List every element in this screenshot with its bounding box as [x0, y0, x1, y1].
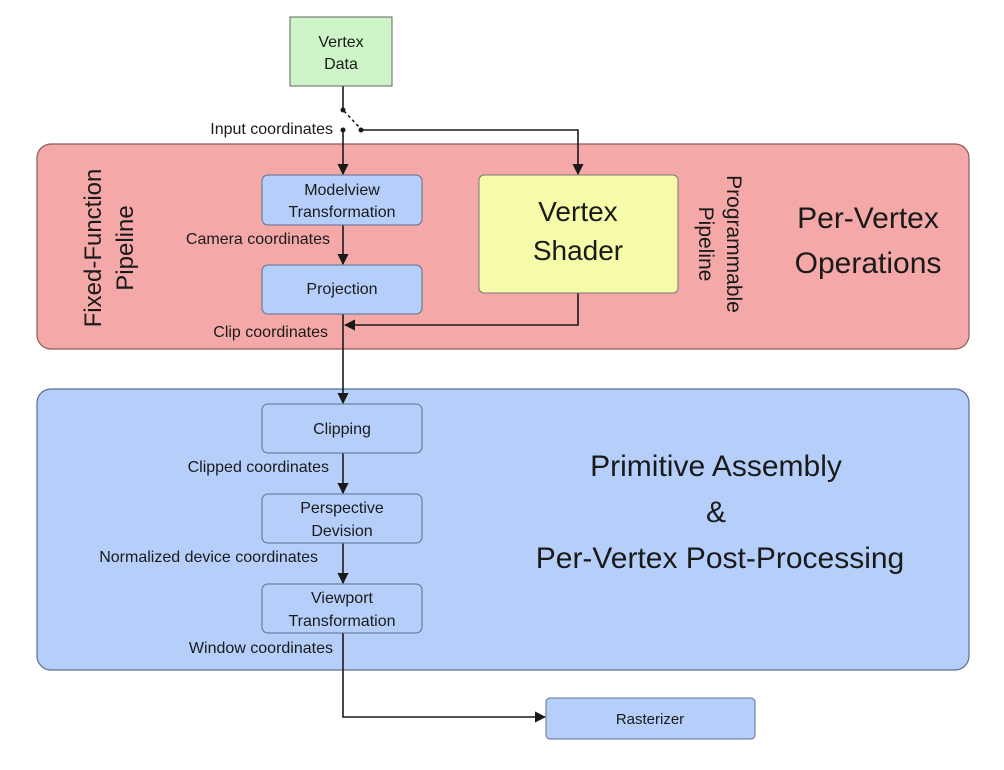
per-vertex-title-2: Operations: [795, 247, 942, 280]
viewport-label-2: Transformation: [289, 613, 396, 630]
input-coordinates-label: Input coordinates: [210, 121, 333, 138]
connectors: [337, 86, 584, 723]
camera-coordinates-label: Camera coordinates: [186, 231, 330, 248]
post-processing-title-1: Primitive Assembly: [590, 450, 842, 483]
programmable-title-2: Pipeline: [694, 207, 717, 282]
fixed-function-title: Fixed-Function Pipeline: [80, 169, 139, 328]
ndc-label: Normalized device coordinates: [99, 549, 318, 566]
post-processing-title-3: Per-Vertex Post-Processing: [536, 542, 904, 575]
clipping-label: Clipping: [313, 421, 371, 438]
switch-lever: [343, 110, 361, 129]
viewport-label-1: Viewport: [311, 590, 374, 607]
programmable-title: Programmable Pipeline: [694, 175, 745, 313]
modelview-label-1: Modelview: [304, 182, 380, 199]
vertex-data-node[interactable]: [289, 16, 393, 87]
vertex-shader-node[interactable]: [478, 174, 679, 294]
viewport-node[interactable]: [261, 583, 423, 634]
programmable-title-1: Programmable: [722, 175, 745, 313]
post-processing-title-2: &: [706, 496, 726, 529]
window-coordinates-label: Window coordinates: [189, 640, 333, 657]
modelview-node[interactable]: [261, 174, 423, 226]
edge-vertex-shader-merge[interactable]: [343, 293, 579, 331]
edge-to-vertex-shader[interactable]: [361, 129, 584, 176]
rasterizer-node[interactable]: [545, 697, 756, 740]
switch-contact-fixed: [340, 127, 346, 133]
switch-contact-programmable: [358, 127, 364, 133]
vertex-shader-label-2: Shader: [533, 235, 623, 266]
clipped-coordinates-label: Clipped coordinates: [188, 459, 329, 476]
post-processing-region: [36, 388, 970, 671]
vertex-data-label-1: Vertex: [318, 34, 363, 51]
projection-node[interactable]: [261, 264, 423, 315]
vertex-shader-label-1: Vertex: [538, 196, 617, 227]
edge-viewport-to-rasterizer[interactable]: [342, 633, 547, 723]
clipping-node[interactable]: [261, 403, 423, 454]
rasterizer-label: Rasterizer: [616, 711, 684, 728]
fixed-function-title-2: Pipeline: [112, 205, 139, 290]
clip-coordinates-label: Clip coordinates: [213, 324, 328, 341]
vertex-data-label-2: Data: [324, 56, 358, 73]
modelview-label-2: Transformation: [289, 204, 396, 221]
projection-label: Projection: [306, 281, 377, 298]
perspective-label-1: Perspective: [300, 500, 384, 517]
fixed-function-title-1: Fixed-Function: [80, 169, 107, 328]
perspective-label-2: Devision: [311, 523, 372, 540]
switch-pivot: [340, 107, 346, 113]
perspective-node[interactable]: [261, 493, 423, 544]
per-vertex-title-1: Per-Vertex: [797, 202, 939, 235]
